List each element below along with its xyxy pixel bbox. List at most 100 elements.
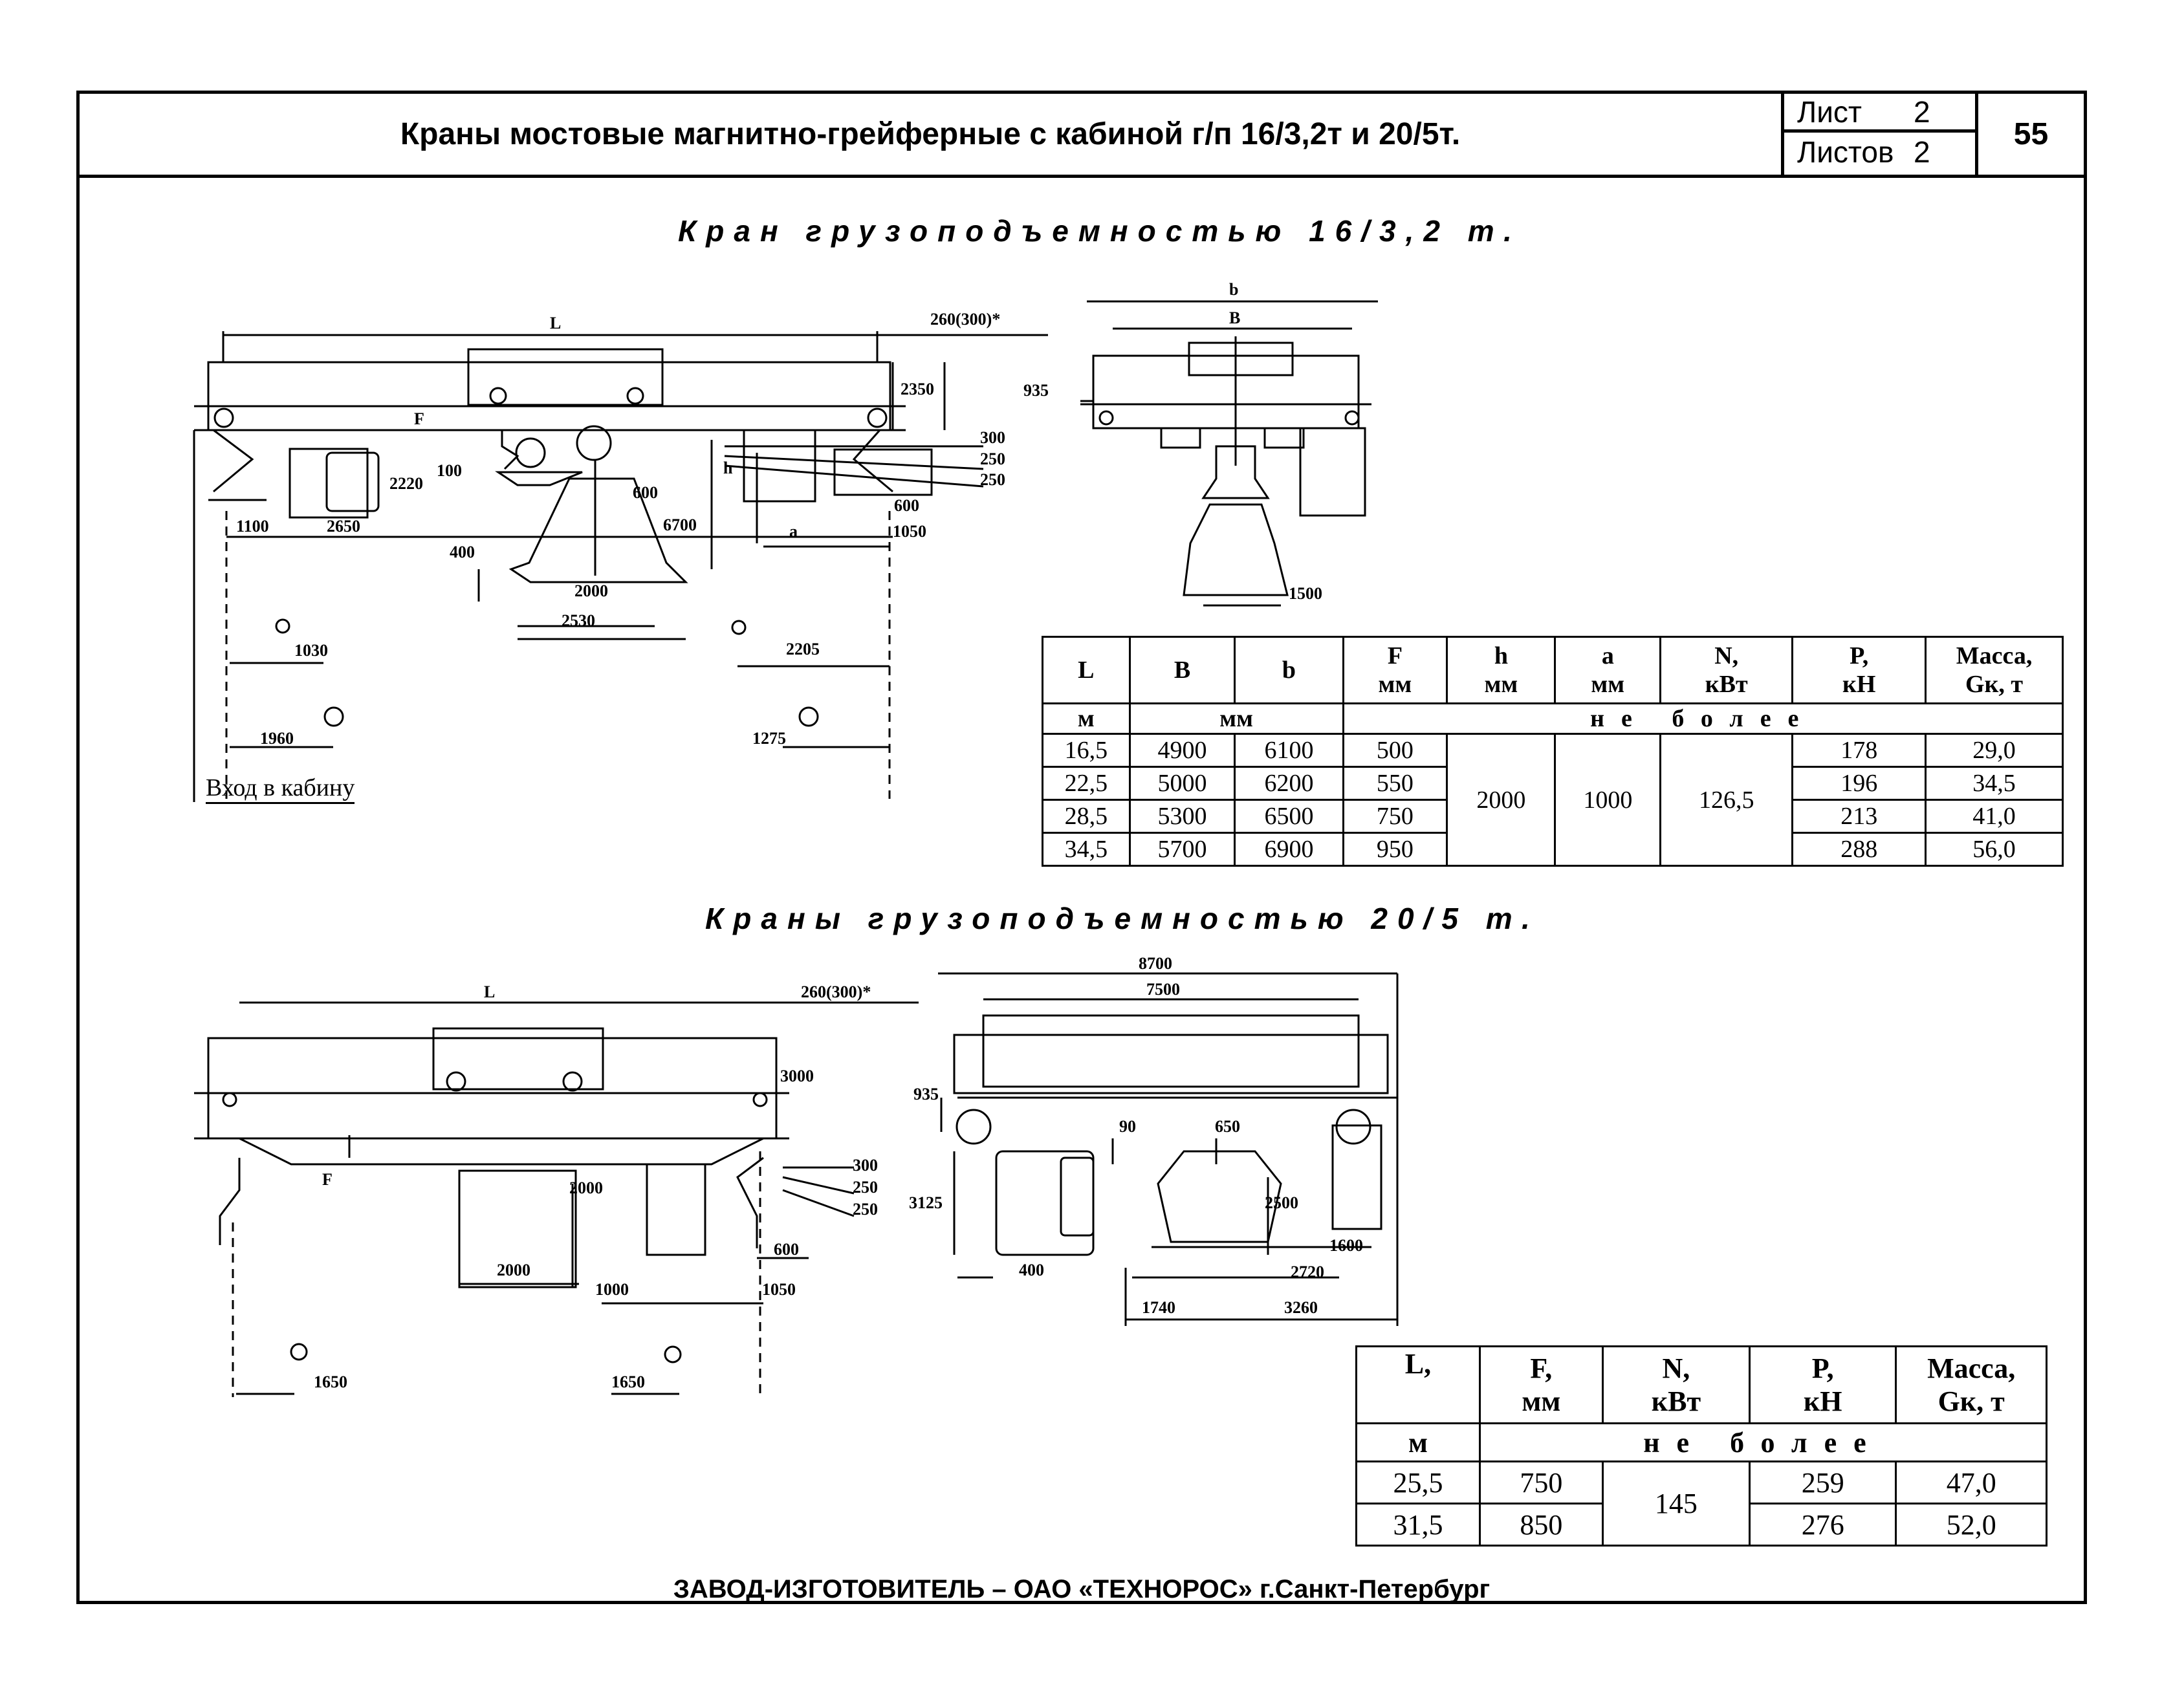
spec-table-16t: L B b F мм h мм a мм N, кВт P, кН Масса,… [1042, 636, 2064, 867]
cell-b: 6500 [1234, 799, 1344, 834]
crane1-end-view [1080, 300, 1378, 607]
crane2-end-view [938, 972, 1399, 1326]
col-header-h: h мм [1446, 636, 1556, 704]
dim-label: 650 [1215, 1117, 1240, 1136]
cell-B: 5700 [1128, 832, 1236, 867]
dim-label: 1740 [1142, 1298, 1175, 1317]
crane1-wheel-right [867, 407, 888, 428]
crane2-end-grab [1157, 1150, 1282, 1243]
drawing-sheet: Краны мостовые магнитно-грейферные с каб… [76, 91, 2087, 1604]
col-header-N: N, кВт [1601, 1345, 1751, 1424]
cell-P: 178 [1791, 733, 1927, 768]
dim-label: 1275 [752, 729, 786, 748]
crane2-cabin [458, 1169, 577, 1288]
cell-F: 950 [1342, 832, 1448, 867]
cell-F: 750 [1478, 1461, 1604, 1504]
sheet-row: Лист 2 [1784, 94, 1975, 133]
dim-label: 90 [1119, 1117, 1136, 1136]
cell-F: 750 [1342, 799, 1448, 834]
crane2-side-view [194, 1001, 919, 1397]
dim-label: 100 [437, 461, 462, 480]
table-row: 22,5 5000 6200 550 196 34,5 [1042, 766, 2064, 801]
crane1-hook-block [576, 425, 612, 461]
cell-mass: 41,0 [1925, 799, 2064, 834]
dim-label: L [550, 314, 561, 332]
unit-cell: мм [1128, 702, 1344, 735]
dim-label: F [414, 409, 424, 428]
dim-label: 1960 [260, 729, 294, 748]
dim-label: F [322, 1170, 333, 1189]
dim-label: 2350 [901, 380, 934, 398]
col-header-P: P, кН [1791, 636, 1927, 704]
table-header-row: L B b F мм h мм a мм N, кВт P, кН Масса,… [1042, 636, 2064, 704]
dim-label: 2000 [497, 1261, 530, 1279]
dim-label: 1100 [236, 517, 269, 536]
crane1-grab [508, 477, 688, 583]
crane1-wheel-left [213, 407, 234, 428]
cell-b: 6100 [1234, 733, 1344, 768]
dim-label: 6700 [663, 516, 697, 534]
dim-label: 2720 [1291, 1263, 1324, 1281]
cell-P: 213 [1791, 799, 1927, 834]
dim-label: 3260 [1284, 1298, 1318, 1317]
cell-mass: 47,0 [1895, 1461, 2047, 1504]
dim-label: 2205 [786, 640, 820, 658]
cell-mass: 29,0 [1925, 733, 2064, 768]
cell-h: 2000 [1446, 733, 1556, 867]
dim-label: 250 [980, 470, 1005, 489]
unit-cell: м [1355, 1422, 1481, 1462]
crane1-trolley [467, 348, 664, 406]
cell-L: 16,5 [1042, 733, 1131, 768]
cell-b: 6900 [1234, 832, 1344, 867]
crane1-girder [207, 361, 891, 431]
dim-label: 2530 [562, 611, 595, 630]
not-more-cell: не более [1342, 702, 2064, 735]
cell-L: 28,5 [1042, 799, 1131, 834]
col-header-b: b [1234, 636, 1344, 704]
cell-L: 34,5 [1042, 832, 1131, 867]
cell-F: 500 [1342, 733, 1448, 768]
col-header-P: P, кН [1749, 1345, 1897, 1424]
dim-label: a [789, 522, 798, 541]
dim-label: 1500 [1289, 584, 1322, 603]
sheet-counter: Лист 2 Листов 2 [1781, 94, 1978, 175]
col-header-L: L [1042, 636, 1131, 704]
crane1-end-grab [1183, 503, 1289, 596]
page-title: Краны мостовые магнитно-грейферные с каб… [400, 117, 1461, 151]
cell-F: 850 [1478, 1503, 1604, 1547]
dim-label: 250 [853, 1178, 878, 1197]
col-header-F: F, мм [1478, 1345, 1604, 1424]
dim-label: 600 [633, 483, 658, 502]
cell-P: 276 [1749, 1503, 1897, 1547]
cell-mass: 52,0 [1895, 1503, 2047, 1547]
dim-label: 1050 [762, 1280, 796, 1299]
table-row: 34,5 5700 6900 950 288 56,0 [1042, 832, 2064, 867]
dim-label: 300 [853, 1156, 878, 1175]
dim-label: 1650 [611, 1373, 645, 1391]
table-unit-row: м не более [1355, 1422, 2048, 1462]
sheet-value: 2 [1914, 94, 1930, 129]
cell-a: 1000 [1554, 733, 1662, 867]
unit-cell: м [1042, 702, 1131, 735]
cabin-entrance-label: Вход в кабину [206, 774, 355, 804]
cell-B: 5000 [1128, 766, 1236, 801]
dim-label: 2000 [569, 1178, 603, 1197]
dim-label: 1600 [1329, 1236, 1363, 1255]
dim-label: 250 [853, 1200, 878, 1219]
section2-title: Краны грузоподъемностью 20/5 т. [705, 902, 1540, 935]
dim-label: 1050 [893, 522, 926, 541]
table-row: 31,5 850 276 52,0 [1355, 1503, 2047, 1547]
dim-label: b [1229, 280, 1238, 299]
col-header-mass: Масса, Gк, т [1925, 636, 2064, 704]
dim-label: 3125 [909, 1193, 943, 1212]
dim-label: 250 [980, 450, 1005, 468]
not-more-cell: не более [1478, 1422, 2048, 1462]
cell-B: 4900 [1128, 733, 1236, 768]
cell-P: 288 [1791, 832, 1927, 867]
dim-label: 1000 [595, 1280, 629, 1299]
col-header-F: F мм [1342, 636, 1448, 704]
col-header-B: B [1128, 636, 1236, 704]
dim-label: 2000 [574, 581, 608, 600]
dim-label: 400 [450, 543, 475, 561]
